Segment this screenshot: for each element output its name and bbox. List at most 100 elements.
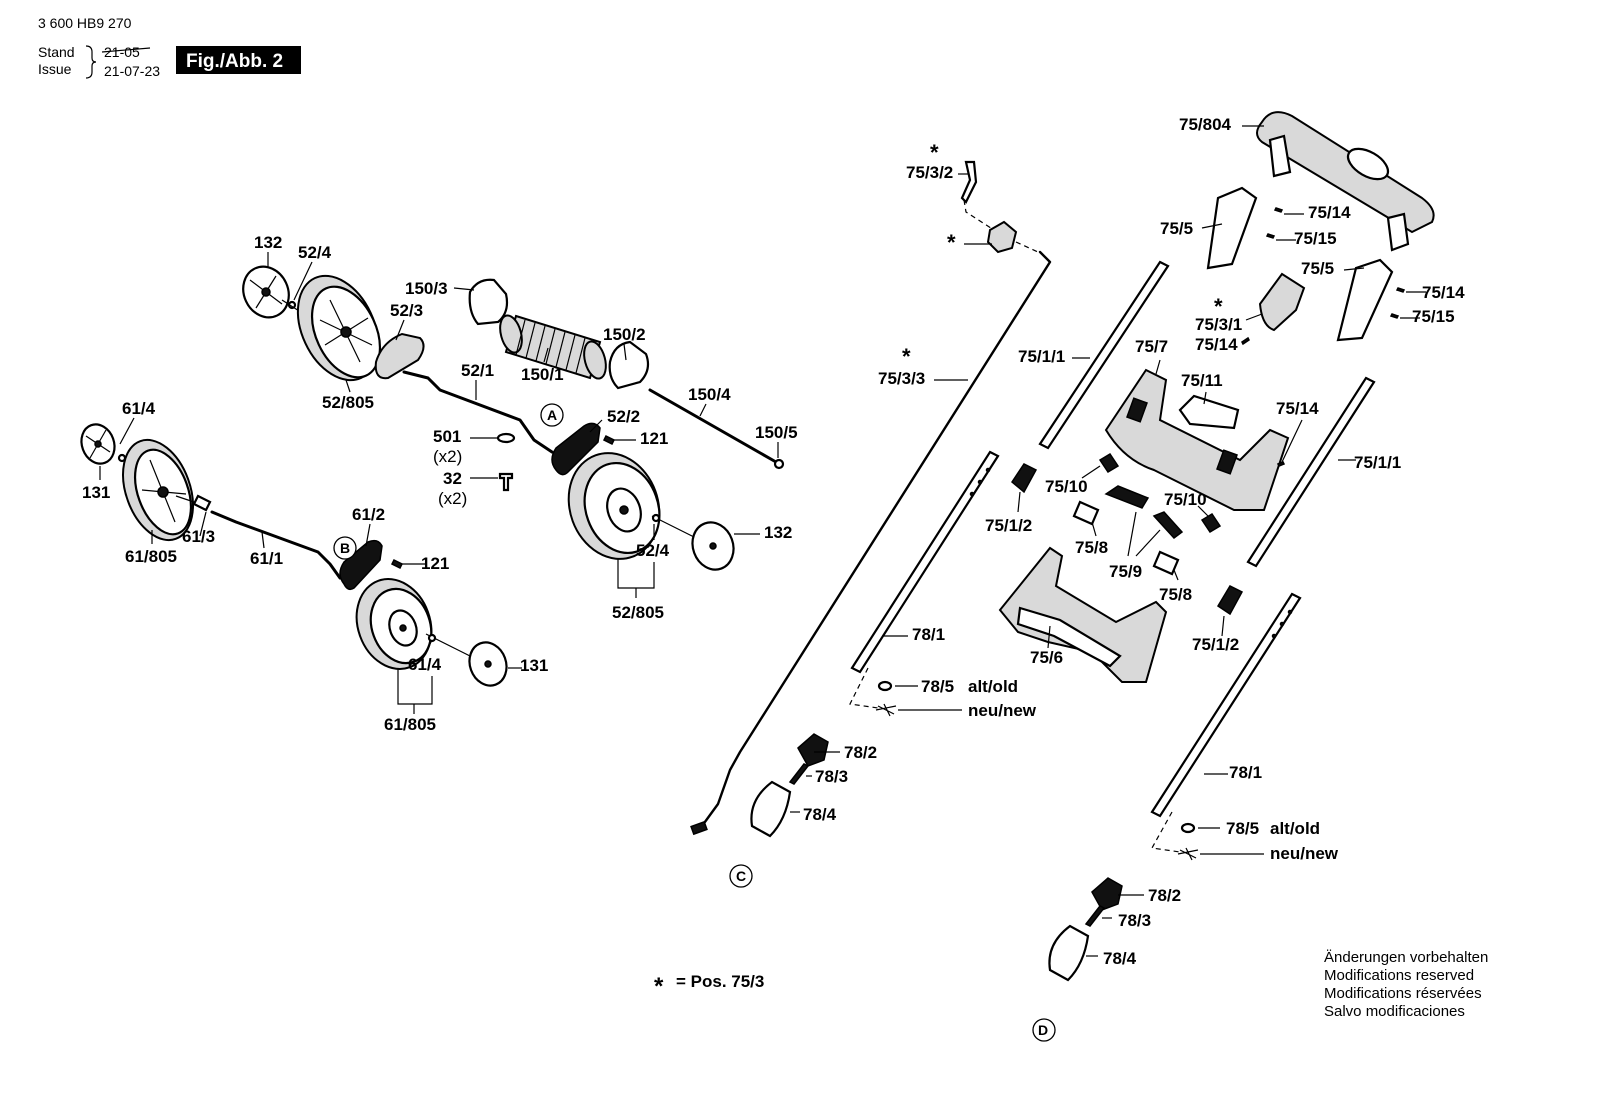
label-501: 501	[433, 427, 461, 446]
spring-78-3-icon	[788, 763, 810, 785]
screw-78-5-old-b-icon	[1180, 822, 1196, 834]
hub-cap-132-b-icon	[691, 521, 735, 571]
spring-78-3-b-icon	[1084, 905, 1106, 927]
label-75-15-a: 75/15	[1294, 229, 1337, 248]
label-neu-new-b: neu/new	[1270, 844, 1339, 863]
label-75-14-c: 75/14	[1195, 335, 1238, 354]
label-150-4: 150/4	[688, 385, 731, 404]
star-marker-d: *	[1214, 294, 1223, 319]
callout-d: D	[1032, 1018, 1056, 1042]
document-number: 3 600 HB9 270	[38, 15, 132, 31]
label-501-qty: (x2)	[433, 447, 462, 466]
label-75-8-a: 75/8	[1075, 538, 1108, 557]
svg-text:C: C	[736, 868, 746, 884]
label-75-5-a: 75/5	[1160, 219, 1193, 238]
label-52-4-a: 52/4	[298, 243, 332, 262]
handlebar-icon	[1256, 111, 1435, 252]
callout-c: C	[729, 864, 753, 888]
lower-tube-right-icon	[1150, 592, 1302, 818]
label-52-2: 52/2	[607, 407, 640, 426]
lever-75-9-a-icon	[1104, 485, 1150, 509]
label-78-1-a: 78/1	[912, 625, 945, 644]
screw-78-5-new-icon	[875, 703, 897, 717]
nut-150-5-icon	[773, 458, 785, 470]
callout-b: B	[333, 536, 357, 560]
handle-grip-right-icon	[1336, 258, 1394, 342]
front-wheel-assembly	[80, 423, 508, 687]
cable-clip-75-3-2-icon	[960, 160, 978, 204]
washer-501-icon	[496, 432, 516, 444]
height-lever-b-icon	[339, 539, 383, 591]
screw-78-5-new-b-icon	[1177, 847, 1199, 861]
label-61-805-b: 61/805	[384, 715, 436, 734]
hub-cap-132-icon	[242, 265, 290, 319]
issue-label: Issue	[38, 61, 72, 77]
label-132-b: 132	[764, 523, 792, 542]
screw-75-14-c-icon	[1241, 336, 1250, 346]
front-wheel-icon	[122, 438, 194, 542]
cover-78-4-b-icon	[1048, 924, 1090, 982]
rear-wheel-right-icon	[567, 452, 661, 560]
label-75-8-b: 75/8	[1159, 585, 1192, 604]
callout-a: A	[540, 403, 564, 427]
label-52-3: 52/3	[390, 301, 423, 320]
disclaimer-en: Modifications reserved	[1324, 967, 1474, 984]
brace-icon	[85, 45, 97, 79]
label-75-7: 75/7	[1135, 337, 1168, 356]
svg-text:B: B	[340, 540, 350, 556]
screw-32-icon	[498, 472, 514, 492]
label-75-6: 75/6	[1030, 648, 1063, 667]
cable-assembly	[690, 160, 1052, 838]
spring-75-10-a-icon	[1098, 452, 1120, 474]
disclaimer-de: Änderungen vorbehalten	[1324, 949, 1488, 966]
pin-75-8-a-icon	[1072, 500, 1100, 526]
label-131-b: 131	[520, 656, 548, 675]
figure-badge	[176, 46, 301, 74]
label-61-2: 61/2	[352, 505, 385, 524]
label-61-1: 61/1	[250, 549, 283, 568]
pin-75-8-b-icon	[1152, 550, 1180, 576]
screw-75-14-d-icon	[1276, 461, 1286, 467]
label-61-805-a: 61/805	[125, 547, 177, 566]
label-alt-old-b: alt/old	[1270, 819, 1320, 838]
label-32: 32	[443, 469, 462, 488]
label-75-3-1: 75/3/1	[1195, 315, 1242, 334]
label-75-10-a: 75/10	[1045, 477, 1088, 496]
cable-end-icon	[690, 820, 708, 836]
label-75-10-b: 75/10	[1164, 490, 1207, 509]
lever-75-9-b-icon	[1152, 511, 1184, 540]
washer-52-4-icon	[651, 513, 661, 523]
clip-61-3-icon	[192, 494, 212, 512]
clip-75-1-2-b-icon	[1216, 585, 1244, 616]
label-150-1: 150/1	[521, 365, 564, 384]
old-date: 21-05	[104, 44, 140, 60]
label-78-5-b: 78/5	[1226, 819, 1259, 838]
center-bracket-icon	[1104, 368, 1290, 511]
label-alt-old-a: alt/old	[968, 677, 1018, 696]
clip-75-1-2-a-icon	[1011, 463, 1038, 494]
star-marker-b: *	[947, 230, 956, 255]
label-neu-new-a: neu/new	[968, 701, 1037, 720]
label-121-b: 121	[421, 554, 449, 573]
label-75-1-2-a: 75/1/2	[985, 516, 1032, 535]
label-32-qty: (x2)	[438, 489, 467, 508]
legend-star: *	[654, 973, 664, 1000]
label-121-a: 121	[640, 429, 668, 448]
label-75-3-3: 75/3/3	[878, 369, 925, 388]
leader-lines	[99, 125, 1426, 775]
label-78-4-a: 78/4	[803, 805, 837, 824]
label-52-1: 52/1	[461, 361, 494, 380]
label-75-1-1-a: 75/1/1	[1018, 347, 1065, 366]
svg-text:A: A	[547, 407, 557, 423]
label-150-5: 150/5	[755, 423, 798, 442]
label-61-4-b: 61/4	[408, 655, 442, 674]
label-52-4-b: 52/4	[636, 541, 670, 560]
roller-bracket-right-icon	[608, 340, 650, 390]
spring-75-10-b-icon	[1200, 512, 1222, 534]
disclaimer-es: Salvo modificaciones	[1324, 1003, 1465, 1020]
label-78-5-a: 78/5	[921, 677, 954, 696]
star-marker-c: *	[902, 344, 911, 369]
screw-121-a-icon	[602, 434, 616, 446]
label-75-11: 75/11	[1181, 371, 1223, 390]
